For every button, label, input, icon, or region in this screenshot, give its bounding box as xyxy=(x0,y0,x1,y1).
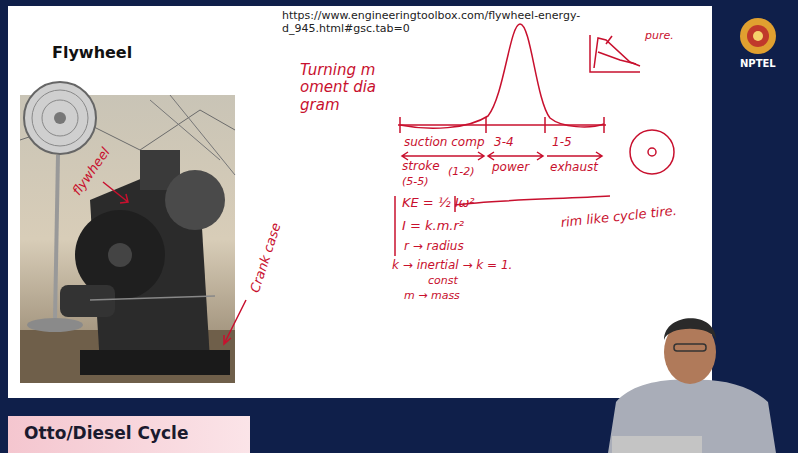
note: const xyxy=(428,275,458,288)
stroke-label: (1-2) xyxy=(448,166,475,179)
turning-moment-curve xyxy=(103,24,674,344)
diagram-label: Turning moment diagram xyxy=(300,62,382,114)
logo xyxy=(747,25,769,47)
stroke-label: exhaust xyxy=(550,161,598,175)
url: https://www.engineeringtoolbox.com/flywh… xyxy=(282,10,582,35)
stroke-label: 1-5 xyxy=(552,136,572,150)
note: k → inertial → k = 1. xyxy=(392,259,512,273)
note: r → radius xyxy=(404,240,464,254)
engine-photo xyxy=(20,82,235,383)
sketch-label: pure. xyxy=(645,30,674,43)
formula: I = k.m.r² xyxy=(402,219,464,234)
slide-caption: Otto/Diesel Cycle xyxy=(24,424,188,444)
slide-area xyxy=(8,6,712,398)
caption-tab xyxy=(8,416,250,453)
presenter xyxy=(608,318,776,453)
logo xyxy=(753,31,763,41)
logo-text: NPTEL xyxy=(740,58,776,70)
formula: KE = ½ Iω² xyxy=(402,196,475,211)
logo xyxy=(740,18,776,54)
stroke-label: power xyxy=(492,161,529,175)
note: m → mass xyxy=(404,290,460,303)
stroke-label: 3-4 xyxy=(494,136,514,150)
stroke-label: (5-5) xyxy=(402,176,429,189)
stroke-label: suction comp xyxy=(404,136,485,150)
stroke-label: stroke xyxy=(402,160,440,174)
slide-title: Flywheel xyxy=(52,44,132,62)
